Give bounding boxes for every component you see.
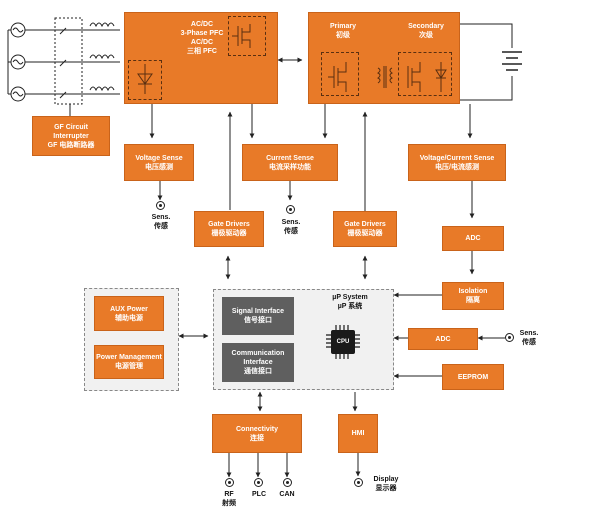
pfc-switch-outline (228, 16, 266, 56)
inductor-icon (89, 22, 115, 92)
sensor-icon (505, 333, 514, 342)
sensor-icon (286, 205, 295, 214)
adc-top-box: ADC (442, 226, 504, 251)
pfc-rectifier-outline (128, 60, 162, 100)
sens-label-3: Sens.传感 (519, 330, 539, 346)
adc-mid-box: ADC (408, 328, 478, 350)
pfc-block (124, 12, 278, 104)
secondary-switch-outline (398, 52, 452, 96)
primary-switch-outline (321, 52, 359, 96)
sens-label-2: Sens.传感 (281, 219, 301, 235)
battery-icon (460, 23, 522, 101)
sensor-icon (156, 201, 165, 210)
cpu-pins-icon (326, 325, 360, 359)
display-port-icon (354, 478, 363, 487)
cpu-chip: CPU (331, 330, 355, 354)
hmi-box: HMI (338, 414, 378, 453)
transformer-icon (328, 62, 447, 92)
can-label: CAN (279, 491, 295, 498)
plc-label: PLC (252, 491, 266, 498)
sens-label-1: Sens.传感 (151, 214, 171, 230)
ac-source-icon (7, 22, 120, 102)
can-port-icon (283, 478, 292, 487)
pfc-switch-icon (137, 24, 251, 94)
eeprom-box: EEPROM (442, 364, 504, 390)
plc-port-icon (254, 478, 263, 487)
dc-dc-block (308, 12, 460, 104)
rf-port-icon (225, 478, 234, 487)
